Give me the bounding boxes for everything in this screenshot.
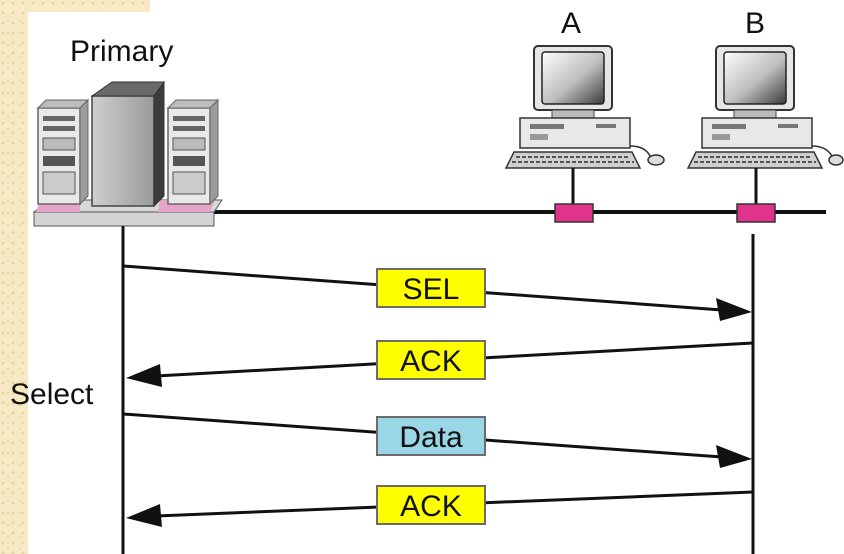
- tap-a: [554, 203, 594, 223]
- primary-server-icon: [32, 80, 223, 227]
- background-texture-top: [0, 0, 150, 12]
- primary-label: Primary: [70, 35, 174, 68]
- computer-a-icon: [504, 45, 665, 169]
- tap-b: [736, 203, 776, 223]
- select-label: Select: [10, 378, 94, 411]
- frame-data: Data: [376, 416, 486, 456]
- station-b-label: B: [745, 7, 766, 40]
- frame-ack-1: ACK: [376, 340, 486, 380]
- frame-sel: SEL: [376, 268, 486, 308]
- background-texture: [0, 0, 28, 554]
- frame-ack-2: ACK: [376, 485, 486, 525]
- computer-b-icon: [686, 45, 844, 169]
- station-a-label: A: [561, 7, 582, 40]
